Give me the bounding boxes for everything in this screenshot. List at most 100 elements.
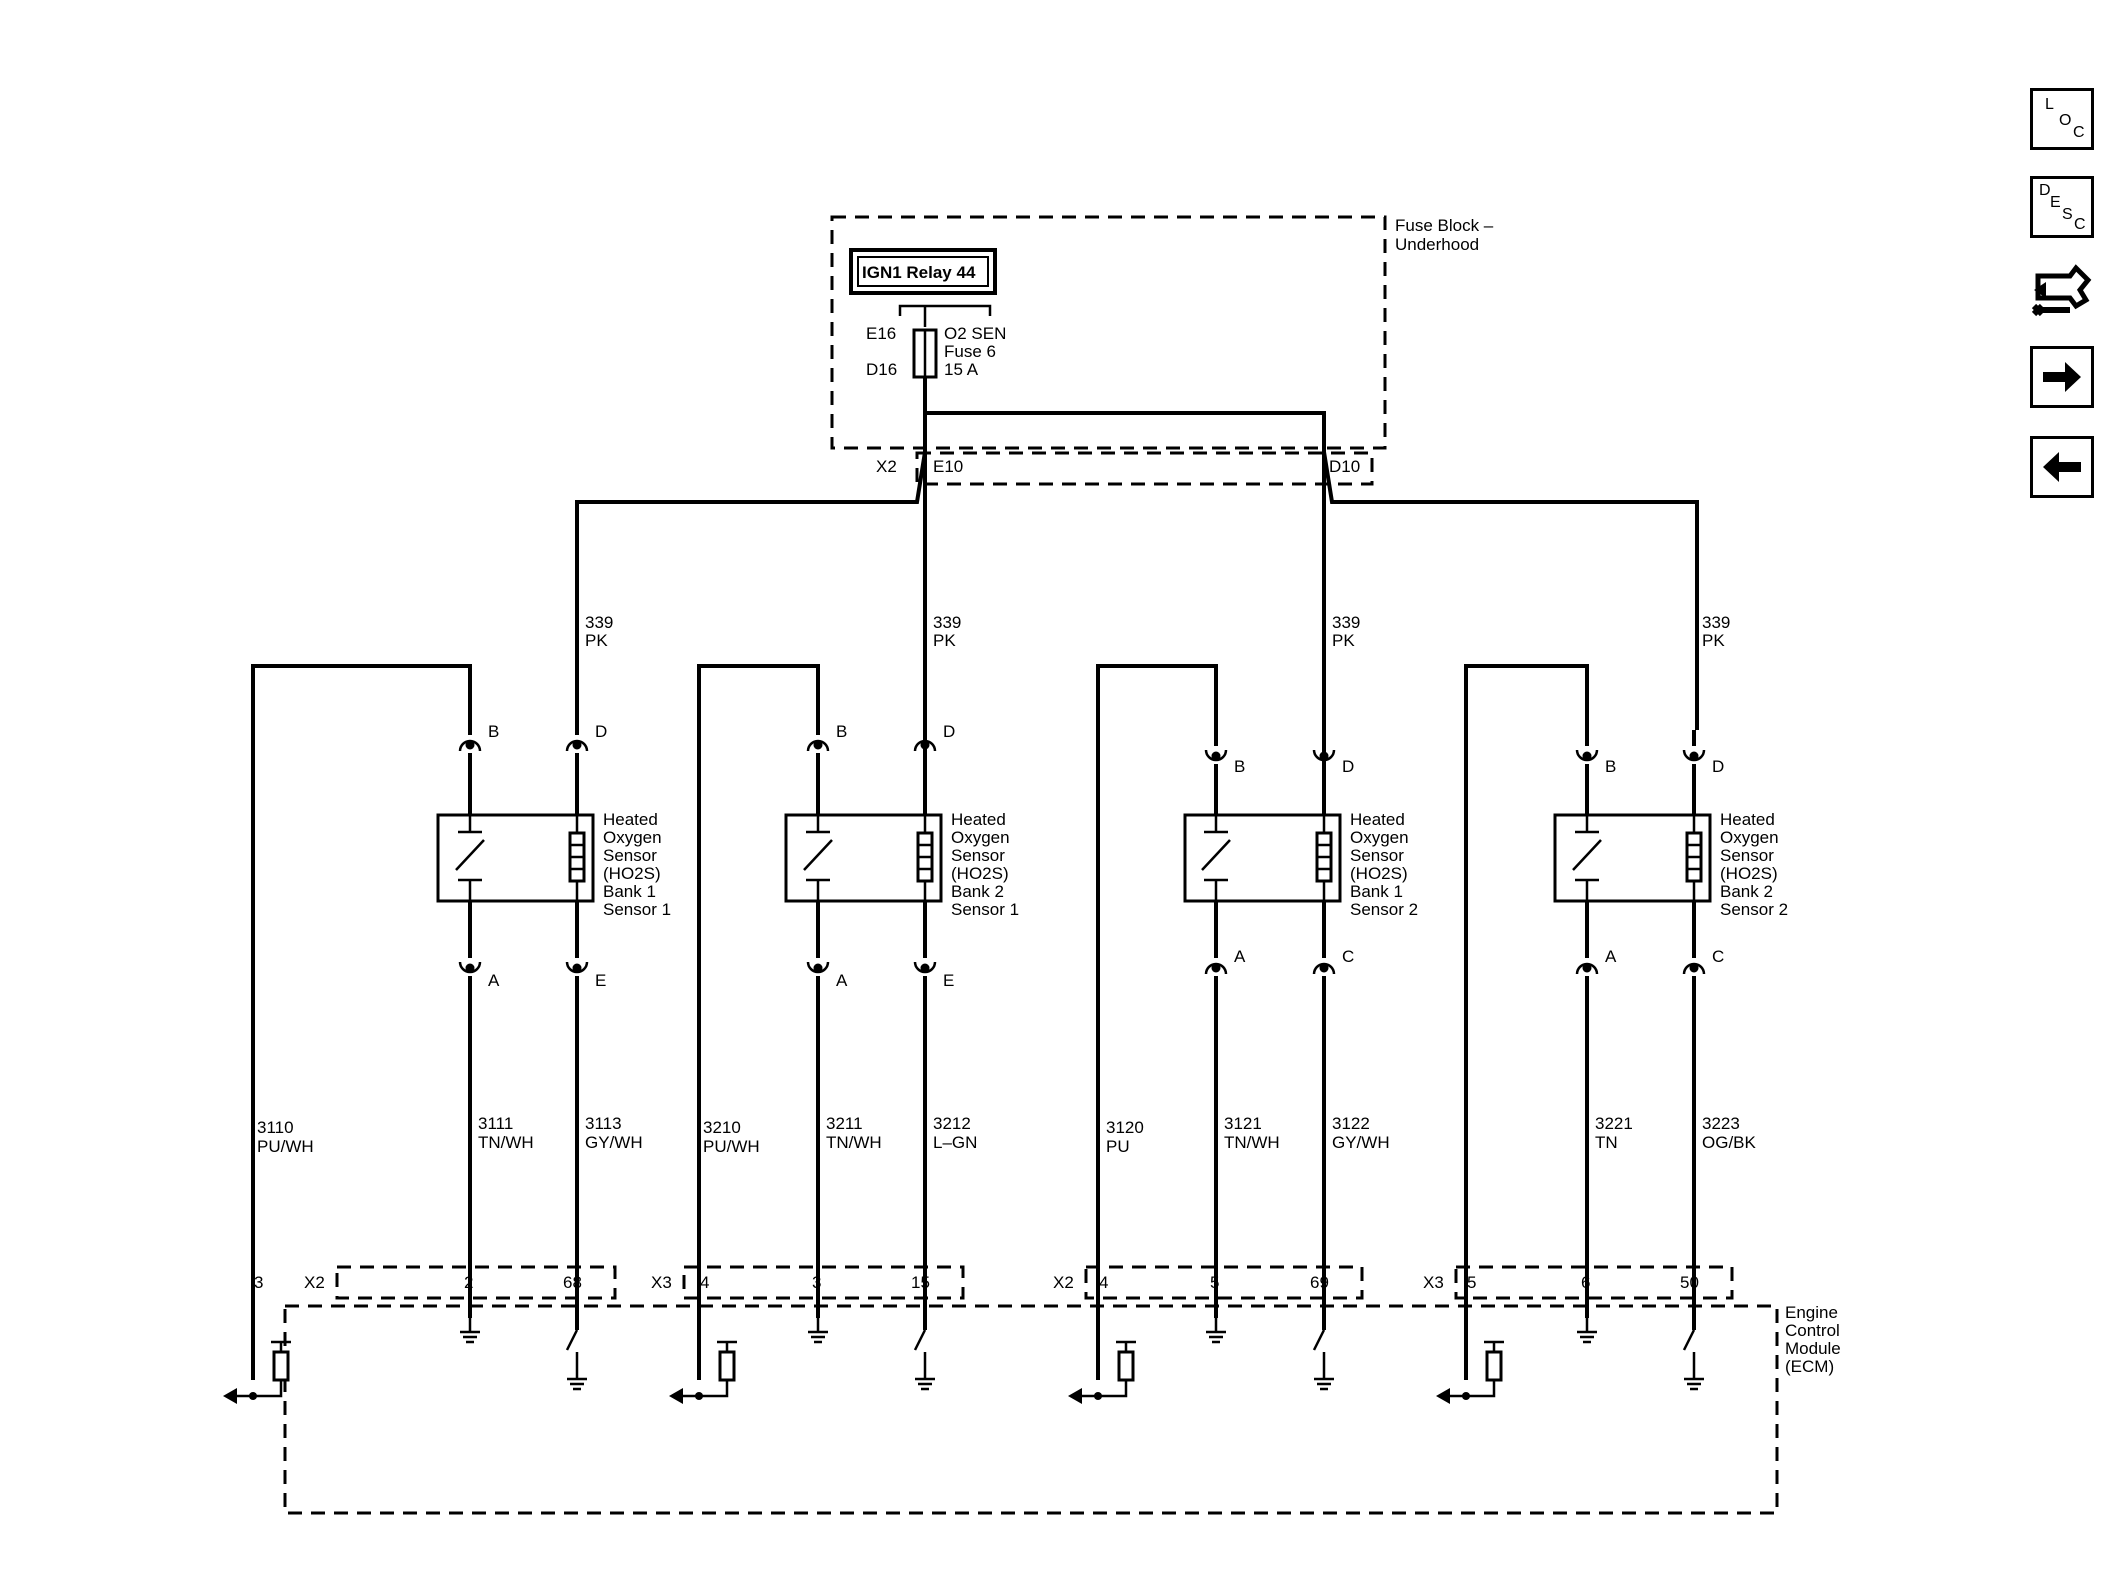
wire-number: 3223 bbox=[1702, 1114, 1740, 1133]
ign1-relay: IGN1 Relay 44 bbox=[849, 248, 997, 295]
socket-signal-top-dot bbox=[813, 740, 823, 750]
wire-color: L–GN bbox=[933, 1133, 977, 1152]
pin-top-signal: B bbox=[836, 722, 847, 741]
arrow-left-icon bbox=[2043, 452, 2081, 482]
wire-color: TN bbox=[1595, 1133, 1618, 1152]
ecm-pin: 68 bbox=[563, 1273, 582, 1292]
ecm-pin: 5 bbox=[1210, 1273, 1219, 1292]
pin-top-signal: B bbox=[488, 722, 499, 741]
junction-dot bbox=[695, 1392, 703, 1400]
sensor-body bbox=[1183, 813, 1342, 903]
sensor-switch-element bbox=[455, 815, 485, 901]
signal-ground-symbol bbox=[1577, 1318, 1597, 1344]
signal-low-wire bbox=[251, 664, 472, 1380]
pin-top-heater: D bbox=[943, 722, 955, 741]
ecm-connector-strip bbox=[1454, 1265, 1734, 1300]
desc-letter-c: C bbox=[2074, 216, 2086, 233]
sensor-upper-wires bbox=[816, 753, 927, 815]
signal-input-arrow bbox=[669, 1388, 683, 1404]
heater-ground-symbol bbox=[567, 1365, 587, 1391]
sensor-switch-element bbox=[803, 815, 833, 901]
pin-bottom-heater: E bbox=[595, 971, 606, 990]
location-button[interactable]: L O C bbox=[2030, 88, 2094, 150]
description-button[interactable]: D E S C bbox=[2030, 176, 2094, 238]
feed-circuit-number: 339 bbox=[585, 613, 613, 632]
wire-number: 3120 bbox=[1106, 1118, 1144, 1137]
heater-element-lines bbox=[1317, 815, 1331, 901]
fuse-rating: 15 A bbox=[944, 360, 979, 379]
socket-signal-bottom-dot bbox=[465, 963, 475, 973]
signal-low-wire bbox=[697, 664, 820, 1380]
pin-top-signal: B bbox=[1605, 757, 1616, 776]
fuse-block-title-2: Underhood bbox=[1395, 235, 1479, 254]
heater-element-lines bbox=[570, 815, 584, 901]
sensor-name-line: Oxygen bbox=[603, 828, 662, 847]
sensor-lower-wires bbox=[816, 901, 927, 958]
ecm-connector-label: X2 bbox=[304, 1273, 325, 1292]
socket-heater-bottom-dot bbox=[1319, 963, 1329, 973]
ecm-label-1: Engine bbox=[1785, 1303, 1838, 1322]
wire-color: GY/WH bbox=[585, 1133, 643, 1152]
junction-dot bbox=[1094, 1392, 1102, 1400]
arrow-right-icon bbox=[2043, 362, 2081, 392]
feed-circuit-color: PK bbox=[1332, 631, 1355, 650]
socket-signal-bottom-dot bbox=[1211, 963, 1221, 973]
feed-circuit-number: 339 bbox=[1332, 613, 1360, 632]
fuse-pin-top: E16 bbox=[866, 324, 896, 343]
fuse-block-pin-left: E10 bbox=[933, 457, 963, 476]
ecm-pin: 69 bbox=[1310, 1273, 1329, 1292]
sensor-switch-element bbox=[1572, 815, 1602, 901]
heater-driver-switch bbox=[1682, 1329, 1696, 1365]
ecm-pin: 4 bbox=[1099, 1273, 1108, 1292]
socket-signal-bottom-dot bbox=[813, 963, 823, 973]
sensor-switch-element bbox=[1201, 815, 1231, 901]
signal-low-wire bbox=[1096, 664, 1218, 1380]
wire-color: OG/BK bbox=[1702, 1133, 1757, 1152]
signal-ground-symbol bbox=[1206, 1318, 1226, 1344]
pin-bottom-heater: C bbox=[1342, 947, 1354, 966]
signal-ground-symbol bbox=[460, 1318, 480, 1344]
previous-button[interactable] bbox=[2030, 436, 2094, 498]
ecm-wires bbox=[816, 976, 927, 1330]
service-info-button[interactable] bbox=[2030, 254, 2094, 317]
pin-bottom-signal: A bbox=[836, 971, 848, 990]
wire-number: 3211 bbox=[826, 1114, 863, 1133]
sensor-name-line: (HO2S) bbox=[1720, 864, 1778, 883]
ecm-connector-strip bbox=[1084, 1265, 1364, 1300]
heater-ground-symbol bbox=[1684, 1365, 1704, 1391]
ecm-pin: 2 bbox=[464, 1273, 473, 1292]
wire-number: 3122 bbox=[1332, 1114, 1370, 1133]
next-button[interactable] bbox=[2030, 346, 2094, 408]
sensor-name-line: Bank 1 bbox=[603, 882, 656, 901]
pin-top-heater: D bbox=[595, 722, 607, 741]
wire-number: 3110 bbox=[257, 1118, 294, 1137]
ecm-connector-label: X3 bbox=[651, 1273, 672, 1292]
wire-number: 3210 bbox=[703, 1118, 741, 1137]
ecm-pin: 3 bbox=[254, 1273, 263, 1292]
socket-heater-top-dot bbox=[920, 740, 930, 750]
ecm-connector-label: X3 bbox=[1423, 1273, 1444, 1292]
feed-circuit-number: 339 bbox=[1702, 613, 1730, 632]
pin-top-heater: D bbox=[1342, 757, 1354, 776]
pullup-resistor bbox=[1117, 1350, 1135, 1382]
sensor-name-line: Sensor 2 bbox=[1720, 900, 1788, 919]
sensor-name-line: Bank 2 bbox=[951, 882, 1004, 901]
signal-ground-symbol bbox=[808, 1318, 828, 1344]
pin-top-signal: B bbox=[1234, 757, 1245, 776]
signal-low-wire bbox=[1464, 664, 1589, 1380]
socket-heater-bottom-dot bbox=[920, 963, 930, 973]
sensor-name-line: Sensor bbox=[1720, 846, 1774, 865]
sensor-name-line: Sensor 1 bbox=[951, 900, 1019, 919]
ecm-connector-strip bbox=[682, 1265, 965, 1300]
pin-bottom-heater: E bbox=[943, 971, 954, 990]
socket-signal-top-dot bbox=[465, 740, 475, 750]
socket-heater-bottom-dot bbox=[1689, 963, 1699, 973]
relay-label: IGN1 Relay 44 bbox=[862, 263, 976, 282]
ecm-connector-strip bbox=[335, 1265, 617, 1300]
wire-color: TN/WH bbox=[1224, 1133, 1280, 1152]
o2-sen-fuse: E16 D16 O2 SEN Fuse 6 15 A bbox=[866, 304, 1006, 379]
pin-bottom-heater: C bbox=[1712, 947, 1724, 966]
